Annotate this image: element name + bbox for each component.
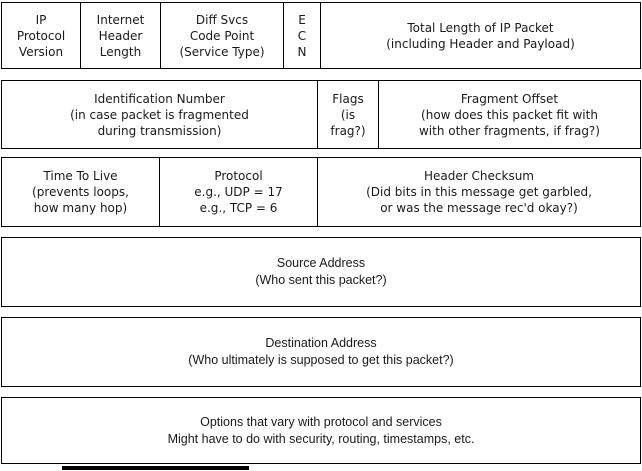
field-fragment-offset-label: Fragment Offset (how does this packet fi… [418,91,600,138]
field-ttl-cell: Time To Live (prevents loops, how many h… [2,158,159,226]
field-header-checksum-cell: Header Checksum (Did bits in this messag… [317,158,640,226]
field-ecn-label: E C N [297,12,307,59]
field-protocol-cell: Protocol e.g., UDP = 17 e.g., TCP = 6 [159,158,317,226]
field-version-label: IP Protocol Version [16,12,66,59]
field-diff-svcs-cell: Diff Svcs Code Point (Service Type) [160,3,283,68]
field-total-length-cell: Total Length of IP Packet (including Hea… [320,3,640,68]
row-ttl-checksum: Time To Live (prevents loops, how many h… [1,157,641,227]
field-version-cell: IP Protocol Version [2,3,80,68]
field-flags-label: Flags (is frag?) [330,91,366,138]
field-total-length-label: Total Length of IP Packet (including Hea… [386,20,575,51]
field-options-label: Options that vary with protocol and serv… [167,414,475,446]
field-options-cell: Options that vary with protocol and serv… [2,398,640,463]
field-destination-address-label: Destination Address (Who ultimately is s… [188,336,454,367]
field-protocol-label: Protocol e.g., UDP = 17 e.g., TCP = 6 [194,169,283,215]
field-source-address-cell: Source Address (Who sent this packet?) [2,238,640,306]
field-header-checksum-label: Header Checksum (Did bits in this messag… [366,169,592,215]
row-source-address: Source Address (Who sent this packet?) [1,237,641,307]
field-identification-label: Identification Number (in case packet is… [70,91,249,138]
row-fragmentation: Identification Number (in case packet is… [1,80,641,149]
field-ttl-label: Time To Live (prevents loops, how many h… [32,169,129,215]
field-fragment-offset-cell: Fragment Offset (how does this packet fi… [378,81,640,148]
row-destination-address: Destination Address (Who ultimately is s… [1,317,641,387]
field-flags-cell: Flags (is frag?) [317,81,378,148]
field-header-length-cell: Internet Header Length [80,3,160,68]
field-diff-svcs-label: Diff Svcs Code Point (Service Type) [179,12,265,59]
row-options: Options that vary with protocol and serv… [1,397,641,464]
row-version-length: IP Protocol Version Internet Header Leng… [1,2,641,69]
field-destination-address-cell: Destination Address (Who ultimately is s… [2,318,640,386]
field-source-address-label: Source Address (Who sent this packet?) [255,256,387,287]
field-header-length-label: Internet Header Length [96,12,145,59]
bottom-black-bar [62,466,249,470]
field-ecn-cell: E C N [283,3,320,68]
field-identification-cell: Identification Number (in case packet is… [2,81,317,148]
